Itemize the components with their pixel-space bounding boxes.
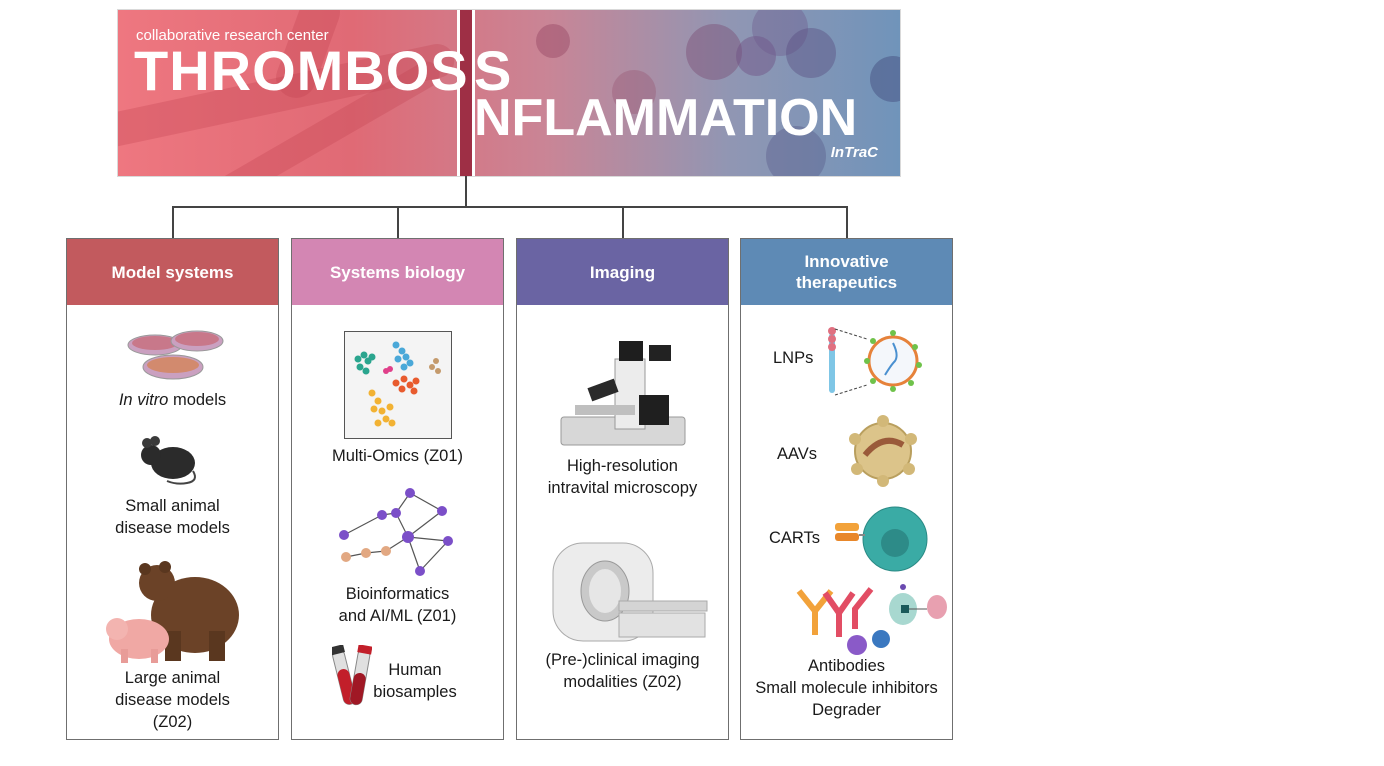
petri-dish-icon [127, 330, 224, 380]
banner-title-bottom: NFLAMMATION [474, 89, 858, 147]
connector-drop [397, 206, 399, 238]
network-graph-icon [339, 488, 453, 576]
banner-subtitle: collaborative research center [136, 27, 329, 44]
divider-bar [460, 10, 472, 176]
column-imaging: Imaging High-resolution intravital micro… [516, 238, 729, 740]
aav-icon [849, 415, 917, 487]
cell-shape [766, 126, 826, 176]
column-header: Innovative therapeutics [741, 239, 952, 305]
item-human-biosamples: Human biosamples [373, 661, 457, 701]
column-systems-biology: Systems biology Multi-Omics (Z01) Bioinf… [291, 238, 504, 740]
column-header: Systems biology [292, 239, 503, 305]
banner-title-left: THROMBOS [134, 39, 469, 102]
item-in-vitro: In vitro models [67, 389, 278, 411]
item-small-animal: Small animal disease models [115, 497, 230, 537]
cell-shape [536, 24, 570, 58]
item-bioinformatics: Bioinformatics and AI/ML (Z01) [338, 585, 457, 625]
item-label: models [168, 391, 227, 409]
column-header: Imaging [517, 239, 728, 305]
divider-gap [472, 10, 475, 176]
banner-tag: InTraC [830, 144, 878, 161]
cart-cell-icon [835, 506, 928, 572]
cluster-plot-icon [344, 331, 452, 439]
cell-shape [786, 28, 836, 78]
lnp-icon [828, 327, 922, 396]
item-antibodies: Antibodies Small molecule inhibitors Deg… [755, 657, 938, 719]
connector-drop [172, 206, 174, 238]
bear-pig-icon [106, 561, 239, 663]
item-aavs: AAVs [777, 445, 818, 463]
item-microscopy: High-resolution intravital microscopy [547, 457, 698, 497]
item-clinical-imaging: (Pre-)clinical imaging modalities (Z02) [545, 651, 700, 691]
connector-drop [622, 206, 624, 238]
banner: collaborative research center THROMBOS S… [118, 10, 900, 176]
column-innovative-therapeutics: Innovative therapeutics LNPs AAVs CARTs [740, 238, 953, 740]
column-header: Model systems [67, 239, 278, 305]
blood-tubes-icon [332, 645, 372, 706]
microscope-icon [560, 341, 686, 446]
column-model-systems: Model systems In vitro models Small anim… [66, 238, 279, 740]
mri-scanner-icon [552, 542, 708, 642]
cell-shape [752, 10, 808, 56]
item-carts: CARTs [769, 529, 821, 547]
mouse-icon [141, 436, 196, 485]
item-multi-omics: Multi-Omics (Z01) [331, 447, 464, 465]
connector-stem [465, 176, 467, 207]
cell-shape [612, 70, 656, 114]
cell-shape [870, 56, 900, 102]
antibody-icon [796, 584, 947, 655]
item-label-italic: In vitro [118, 391, 169, 409]
item-large-animal: Large animal disease models (Z02) [115, 669, 230, 731]
divider-gap [457, 10, 460, 176]
cell-shape [686, 24, 742, 80]
item-lnps: LNPs [773, 349, 814, 367]
connector-drop [846, 206, 848, 238]
banner-title-right: S [474, 39, 512, 102]
cell-shape [736, 36, 776, 76]
connector-horizontal [172, 206, 848, 208]
